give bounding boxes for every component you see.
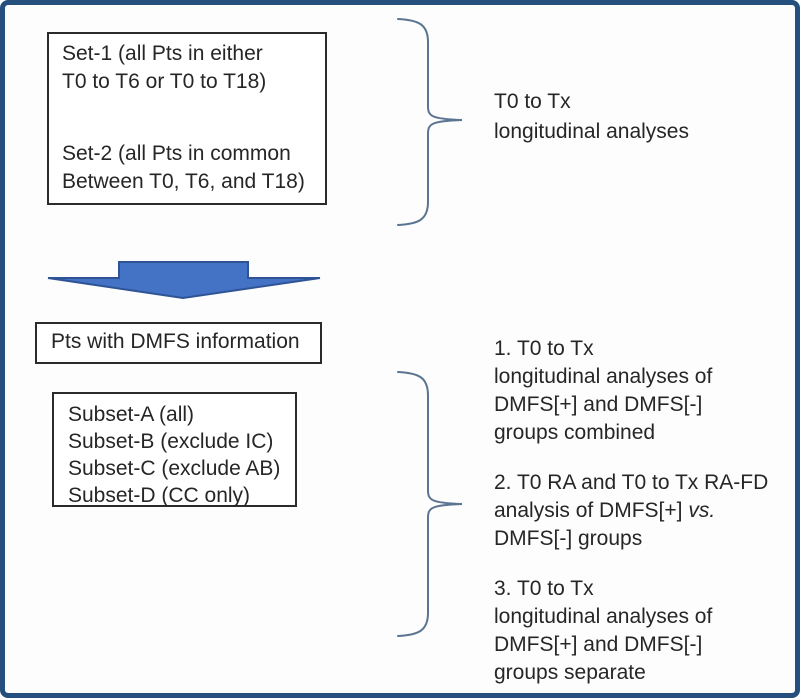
analysis-1-line1: 1. T0 to Tx (494, 337, 594, 360)
analysis-2-line3: DMFS[-] groups (494, 527, 643, 550)
bottom-curly-brace (397, 371, 463, 637)
analysis-item-2: 2. T0 RA and T0 to Tx RA-FD analysis of … (494, 469, 768, 553)
bottom-curly-brace-path (397, 371, 463, 637)
subset-line-d: Subset-D (CC only) (68, 484, 251, 507)
analysis-2-line2: analysis of DMFS[+] vs. (494, 497, 768, 525)
analysis-3-line3: DMFS[+] and DMFS[-] (494, 633, 703, 656)
top-curly-brace-path (397, 18, 463, 226)
analysis-3-line4: groups separate (494, 661, 646, 684)
analysis-1-line4: groups combined (494, 421, 656, 444)
top-analyses-label: T0 to Tx longitudinal analyses (494, 87, 689, 147)
analysis-2-line2-prefix: analysis of DMFS[+] (494, 499, 689, 522)
set1-line1: Set-1 (all Pts in either (62, 42, 263, 65)
down-arrow-shape (47, 261, 321, 300)
analyses-list: 1. T0 to Tx longitudinal analyses of DMF… (494, 335, 768, 693)
analysis-2-vs-label: vs. (688, 499, 716, 522)
top-label-line1: T0 to Tx (494, 90, 571, 113)
dmfs-box-label: Pts with DMFS information (51, 330, 300, 353)
set1-line2: T0 to T6 or T0 to T18) (62, 70, 267, 93)
down-arrow (47, 261, 321, 300)
set2-paragraph: Set-2 (all Pts in common Between T0, T6,… (62, 140, 325, 196)
set2-line2: Between T0, T6, and T18) (62, 170, 305, 193)
subset-line-b: Subset-B (exclude IC) (68, 430, 274, 453)
set1-paragraph: Set-1 (all Pts in either T0 to T6 or T0 … (62, 40, 325, 96)
analysis-2-line1: 2. T0 RA and T0 to Tx RA-FD (494, 471, 769, 494)
analysis-3-line2: longitudinal analyses of (494, 605, 713, 628)
analysis-1-line2: longitudinal analyses of (494, 365, 713, 388)
dmfs-box: Pts with DMFS information (35, 322, 322, 364)
analysis-item-1: 1. T0 to Tx longitudinal analyses of DMF… (494, 335, 768, 447)
subset-box: Subset-A (all) Subset-B (exclude IC) Sub… (52, 392, 297, 507)
subset-line-a: Subset-A (all) (68, 403, 195, 426)
analysis-item-3: 3. T0 to Tx longitudinal analyses of DMF… (494, 575, 768, 687)
analysis-1-line3: DMFS[+] and DMFS[-] (494, 393, 703, 416)
analysis-3-line1: 3. T0 to Tx (494, 577, 594, 600)
top-label-line2: longitudinal analyses (494, 120, 689, 143)
sets-box: Set-1 (all Pts in either T0 to T6 or T0 … (47, 32, 327, 205)
top-curly-brace (397, 18, 463, 226)
set2-line1: Set-2 (all Pts in common (62, 142, 291, 165)
subset-line-c: Subset-C (exclude AB) (68, 457, 281, 480)
